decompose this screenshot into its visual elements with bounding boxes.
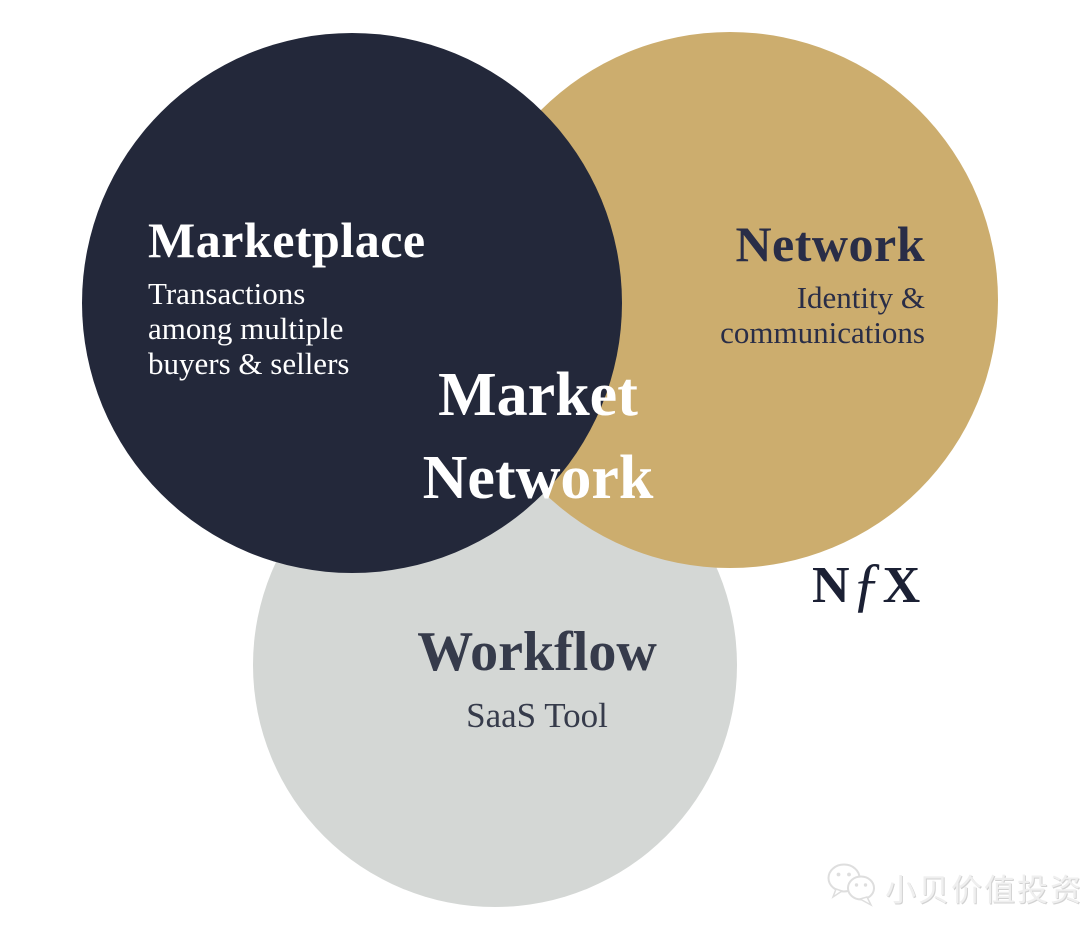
network-label: Network Identity & communications: [720, 216, 925, 351]
nfx-logo: NƒX: [812, 548, 921, 617]
network-desc-line: communications: [720, 315, 925, 350]
center-label-line: Market: [438, 361, 638, 429]
network-description: Identity & communications: [720, 280, 925, 350]
marketplace-label: Marketplace Transactions among multiple …: [148, 212, 426, 382]
workflow-description: SaaS Tool: [466, 696, 608, 735]
workflow-title: Workflow: [417, 621, 657, 683]
nfx-logo-letter-f: ƒ: [851, 551, 882, 617]
nfx-logo-letter-x: X: [882, 557, 922, 614]
marketplace-title: Marketplace: [148, 212, 426, 268]
center-intersection-label: Market Network: [423, 354, 654, 520]
nfx-logo-letter-n: N: [812, 557, 851, 614]
watermark: 小贝价值投资: [826, 862, 1080, 913]
watermark-text: 小贝价值投资: [885, 873, 1080, 908]
wechat-icon: [826, 862, 880, 913]
marketplace-desc-line: buyers & sellers: [148, 346, 350, 381]
center-label-line: Network: [422, 444, 654, 512]
marketplace-description: Transactions among multiple buyers & sel…: [148, 276, 426, 381]
network-desc-line: Identity &: [796, 280, 925, 315]
marketplace-circle: [82, 33, 622, 573]
workflow-label: Workflow SaaS Tool: [417, 620, 657, 736]
marketplace-desc-line: Transactions: [148, 276, 306, 311]
network-title: Network: [735, 216, 925, 272]
marketplace-desc-line: among multiple: [148, 311, 344, 346]
